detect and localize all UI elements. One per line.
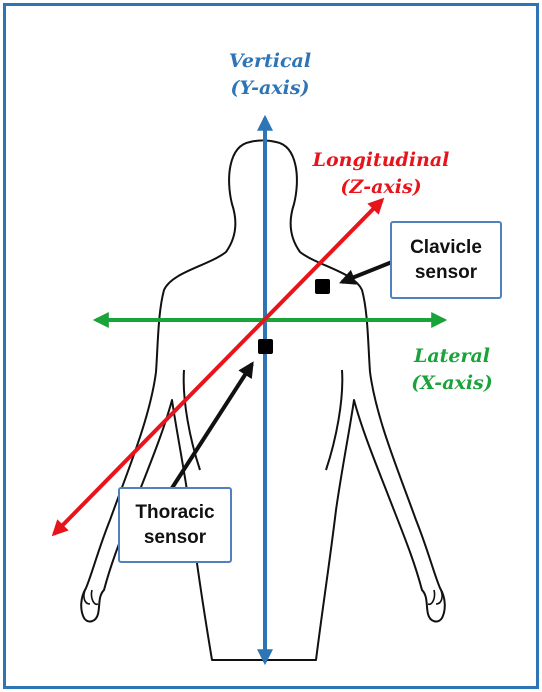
z-axis-arrow: [54, 200, 382, 534]
y-axis-label-line1: Vertical: [220, 48, 320, 75]
y-axis-label: Vertical (Y-axis): [220, 48, 320, 102]
z-axis-label-line1: Longitudinal: [308, 147, 454, 174]
y-axis-label-line2: (Y-axis): [220, 75, 320, 102]
z-axis-label-line2: (Z-axis): [308, 174, 454, 201]
clavicle-pointer-arrow: [342, 262, 392, 282]
thoracic-callout-line1: Thoracic: [120, 500, 230, 525]
right-arm-inner-line: [326, 370, 342, 470]
z-axis-label: Longitudinal (Z-axis): [308, 147, 454, 201]
thoracic-sensor-marker: [258, 339, 273, 354]
right-hand-fingers: [428, 588, 442, 604]
left-hand-fingers: [84, 588, 98, 604]
thoracic-sensor-callout: Thoracic sensor: [118, 487, 232, 563]
thoracic-callout-line2: sensor: [120, 525, 230, 550]
clavicle-sensor-marker: [315, 279, 330, 294]
x-axis-label-line1: Lateral: [402, 343, 502, 370]
x-axis-label: Lateral (X-axis): [402, 343, 502, 397]
clavicle-callout-line2: sensor: [392, 260, 500, 285]
x-axis-label-line2: (X-axis): [402, 370, 502, 397]
clavicle-sensor-callout: Clavicle sensor: [390, 221, 502, 299]
clavicle-callout-line1: Clavicle: [392, 235, 500, 260]
